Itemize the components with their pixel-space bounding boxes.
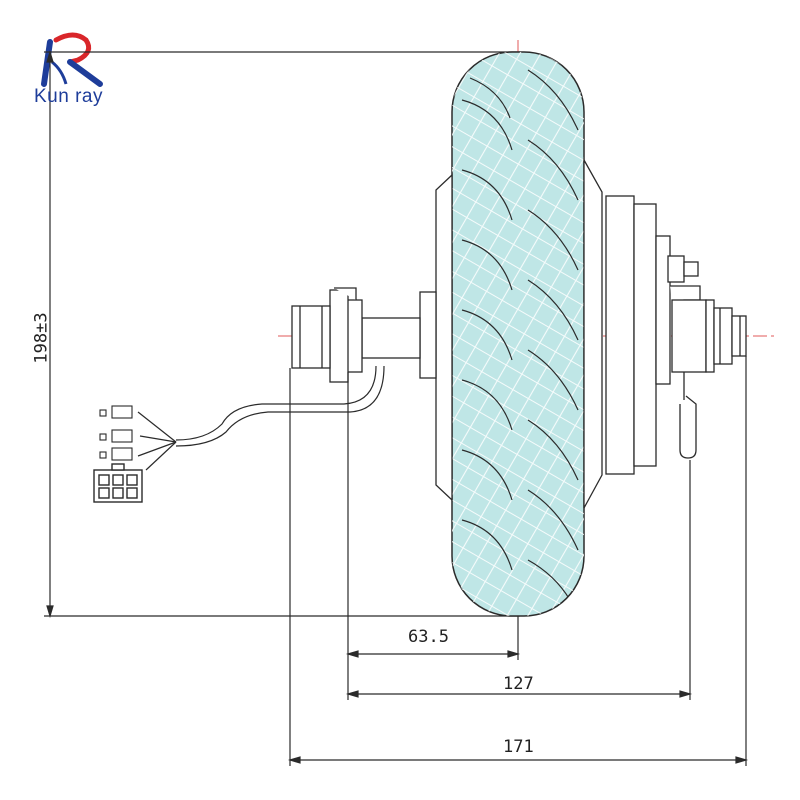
tire — [451, 51, 585, 617]
overall-width-dimension-label: 171 — [503, 737, 534, 757]
hall-connectors — [99, 405, 133, 461]
right-hub-assembly — [583, 157, 747, 509]
height-dimension-label: 198±3 — [31, 312, 52, 364]
kunray-logo-icon — [41, 32, 103, 87]
left-hub-assembly — [291, 173, 453, 502]
height-dimension — [44, 49, 520, 619]
motor-cable — [137, 365, 385, 471]
width-dimensions — [287, 356, 749, 766]
brand-name: Kun ray — [34, 86, 103, 107]
main-connector-plug — [93, 463, 143, 503]
half-width-dimension-label: 63.5 — [408, 627, 449, 647]
inner-width-dimension-label: 127 — [503, 674, 534, 694]
